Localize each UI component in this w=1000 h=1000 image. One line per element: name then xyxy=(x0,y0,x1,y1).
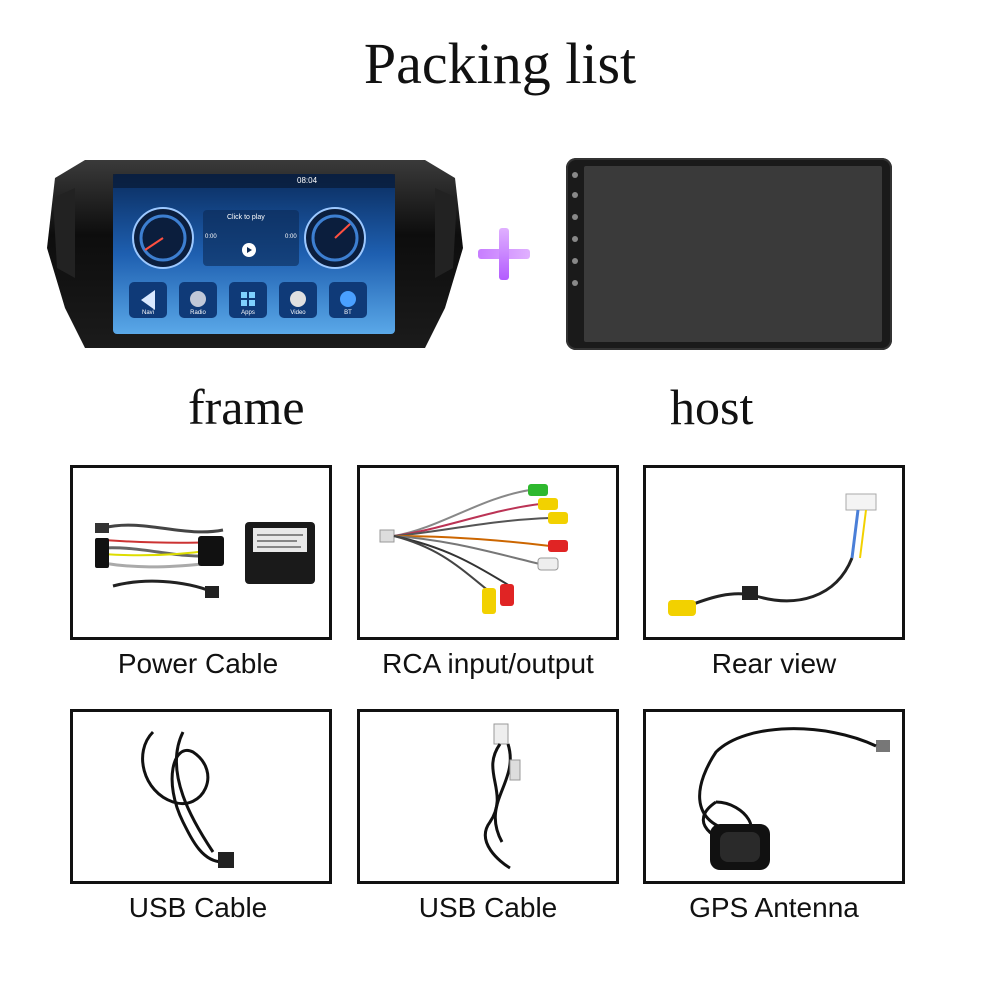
gps-antenna-icon xyxy=(698,727,890,870)
status-time: 08:04 xyxy=(297,176,318,185)
app-label-video: Video xyxy=(290,310,306,316)
rear-view-box xyxy=(643,465,905,640)
frame-label: frame xyxy=(188,379,305,435)
gps-antenna-label: GPS Antenna xyxy=(689,892,859,923)
rear-view-label: Rear view xyxy=(711,648,837,679)
host-volume-down-icon xyxy=(572,258,578,264)
usb-cable-2-box xyxy=(357,709,619,884)
usb-cable-2-icon xyxy=(483,723,521,870)
media-time-end: 0:00 xyxy=(285,234,297,240)
app-label-apps: Apps xyxy=(241,310,255,316)
app-label-bt: BT xyxy=(344,310,352,316)
usb-cable-1-label: USB Cable xyxy=(128,892,268,923)
host-unit-image xyxy=(566,158,892,350)
host-home-button-icon xyxy=(572,192,578,198)
frame-bezel-drawing xyxy=(47,160,463,348)
host-label: host xyxy=(670,379,754,435)
plus-icon xyxy=(478,228,530,280)
rca-cable-icon xyxy=(379,484,568,614)
usb-cable-1-box xyxy=(70,709,332,884)
power-cable-icon xyxy=(95,522,315,598)
rear-view-cable-icon xyxy=(668,493,877,616)
media-time-start: 0:00 xyxy=(205,234,217,240)
rca-cable-label: RCA input/output xyxy=(382,648,594,679)
rca-cable-box xyxy=(357,465,619,640)
usb-cable-2-label: USB Cable xyxy=(418,892,558,923)
app-label-radio: Radio xyxy=(190,310,206,316)
frame-unit-image: 08:04 Click to play 0:00 0:00 Navi Radio… xyxy=(45,158,465,358)
host-back-button-icon xyxy=(572,214,578,220)
host-volume-up-icon xyxy=(572,236,578,242)
gps-antenna-box xyxy=(643,709,905,884)
media-click-to-play: Click to play xyxy=(227,214,265,221)
power-cable-box xyxy=(70,465,332,640)
page-title: Packing list xyxy=(363,31,637,96)
host-screen xyxy=(584,166,882,342)
host-mute-icon xyxy=(572,280,578,286)
usb-cable-1-icon xyxy=(141,730,234,868)
power-cable-label: Power Cable xyxy=(117,648,279,679)
app-label-navi: Navi xyxy=(141,310,154,316)
host-power-button-icon xyxy=(572,172,578,178)
